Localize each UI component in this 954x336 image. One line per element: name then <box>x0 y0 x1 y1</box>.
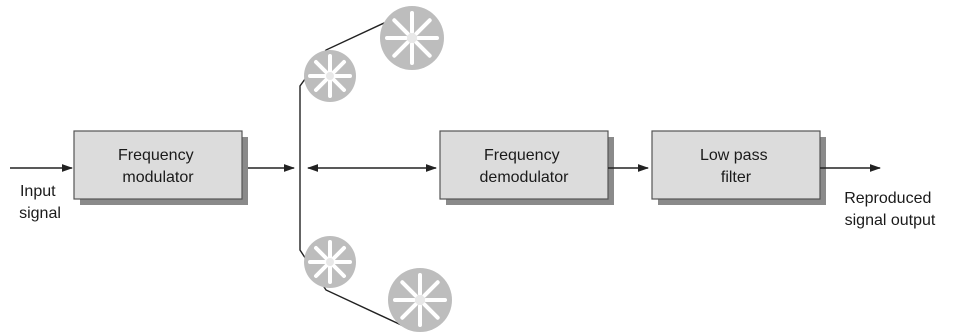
frequency-demodulator-block: Frequency demodulator <box>439 130 614 205</box>
frequency-modulator-block: Frequency modulator <box>73 130 248 205</box>
tape-reel-icon <box>304 236 356 288</box>
svg-text:Frequency demodulator: Frequency demodulator <box>480 147 570 186</box>
tape-path <box>299 9 413 331</box>
low-pass-filter-block: Low pass filter <box>651 130 826 205</box>
tape-reel-icon <box>304 50 356 102</box>
tape-reel-icon <box>380 6 444 70</box>
reproduced-signal-output-label: Reproduced signal output <box>844 190 936 229</box>
svg-text:Low pass filter: Low pass filter <box>700 147 772 186</box>
svg-text:Frequency modulator: Frequency modulator <box>118 147 198 186</box>
input-signal-label: Input signal <box>19 183 61 222</box>
tape-reel-icon <box>388 268 452 332</box>
